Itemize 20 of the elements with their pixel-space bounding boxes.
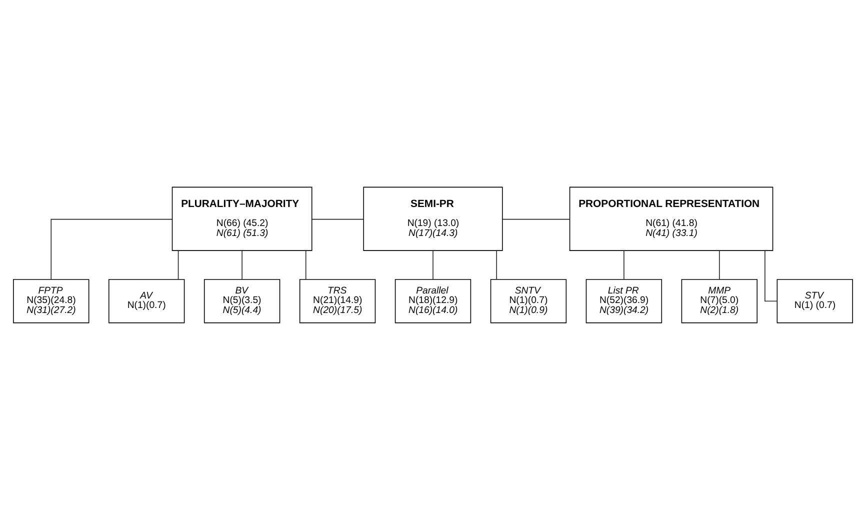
connector (312, 218, 364, 220)
node-box: FPTP N(35)(24.8) N(31)(27.2) (13, 278, 90, 323)
node-box: STV N(1) (0.7) (776, 278, 853, 323)
node-box: PLURALITY–MAJORITY N(66) (45.2) N(61) (51.3) (172, 186, 312, 250)
connector (496, 250, 497, 280)
node-box: TRS N(21)(14.9) N(20)(17.5) (299, 278, 376, 323)
connector (502, 218, 570, 220)
node-box: PROPORTIONAL REPRESENTATION N(61) (41.8) N(41) (33.1) (569, 186, 774, 250)
connector (719, 250, 720, 280)
connector (305, 250, 306, 280)
connector (178, 250, 179, 280)
node-box: SNTV N(1)(0.7) N(1)(0.9) (490, 278, 567, 323)
connector (432, 250, 434, 280)
node-box: MMP N(7)(5.0) N(2)(1.8) (681, 278, 758, 323)
node-box: Parallel N(18)(12.9) N(16)(14.0) (394, 278, 472, 323)
node-box: List PR N(52)(36.9) N(39)(34.2) (586, 278, 662, 323)
node-box: BV N(5)(3.5) N(5)(4.4) (204, 278, 280, 323)
node-box: AV N(1)(0.7) (108, 278, 185, 323)
node-box: SEMI-PR N(19) (13.0) N(17)(14.3) (363, 186, 503, 250)
connector (50, 218, 172, 280)
